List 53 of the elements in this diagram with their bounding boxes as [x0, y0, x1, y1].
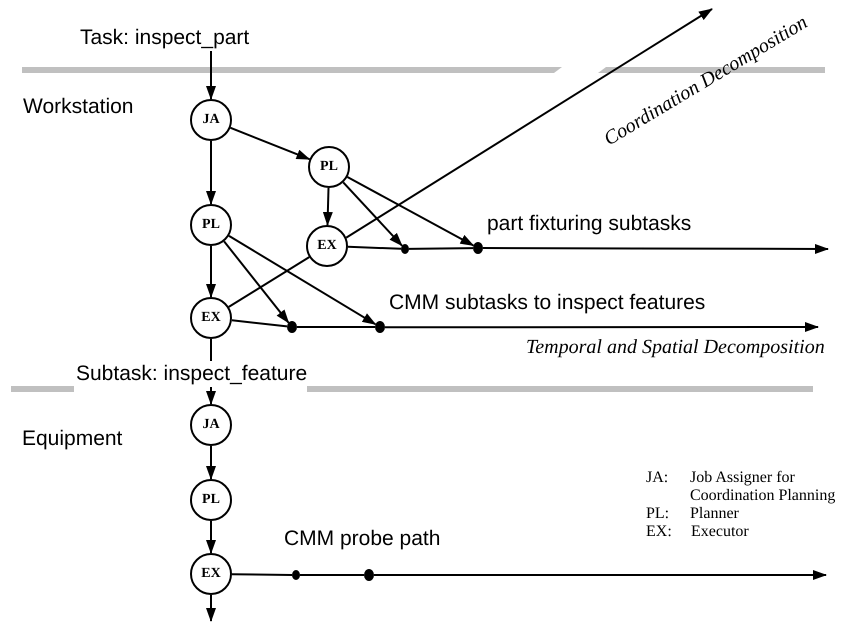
key-abbreviation: PL: [646, 505, 670, 523]
connector-line [210, 339, 212, 361]
connector-line [348, 246, 402, 250]
key-description: Planner [690, 505, 739, 523]
arrow [230, 126, 310, 160]
agent-circle: EX [190, 297, 232, 339]
level-name: Workstation [23, 95, 134, 119]
arrow [483, 244, 829, 254]
agent-circle: PL [190, 204, 232, 246]
agent-circle: EX [306, 225, 348, 267]
key-description: Executor [691, 523, 749, 541]
arrow [223, 240, 290, 324]
connector-line [297, 326, 375, 328]
key-abbreviation: EX: [646, 523, 672, 541]
event-dot [473, 242, 483, 254]
event-dot [375, 321, 385, 333]
arrow [346, 176, 474, 246]
agent-circle: PL [308, 146, 350, 188]
event-dot [292, 570, 300, 580]
connector-line [232, 319, 288, 328]
arrow [385, 322, 819, 332]
timeline-label: CMM subtasks to inspect features [389, 291, 706, 315]
arrow [206, 521, 216, 554]
arrow [206, 246, 216, 298]
arrow [206, 51, 216, 100]
event-dot [287, 321, 297, 333]
arrow [346, 8, 713, 238]
arrow [342, 182, 403, 246]
event-dot [401, 244, 409, 254]
agent-circle: PL [190, 479, 232, 521]
key-abbreviation: JA: [646, 469, 668, 487]
key-description: Job Assigner for Coordination Planning [690, 469, 836, 505]
connector-line [232, 573, 292, 576]
connector-line [300, 574, 364, 576]
arrow [228, 235, 376, 326]
agent-circle: JA [190, 99, 232, 141]
agent-circle: EX [190, 553, 232, 595]
timeline-label: CMM probe path [284, 527, 440, 551]
connector-line [228, 256, 310, 308]
arrow [206, 595, 216, 622]
level-name: Equipment [22, 427, 122, 451]
agent-circle: JA [190, 404, 232, 446]
level-task-label: Subtask: inspect_feature [76, 362, 308, 386]
connector-line [408, 247, 474, 250]
arrow [322, 188, 333, 226]
arrow [374, 570, 827, 580]
axis-caption: Temporal and Spatial Decomposition [526, 336, 825, 359]
level-task-label: Task: inspect_part [80, 26, 250, 50]
arrow [206, 446, 216, 480]
arrow [206, 141, 216, 205]
timeline-label: part fixturing subtasks [487, 212, 692, 236]
event-dot [364, 569, 374, 581]
arrow [206, 387, 216, 405]
